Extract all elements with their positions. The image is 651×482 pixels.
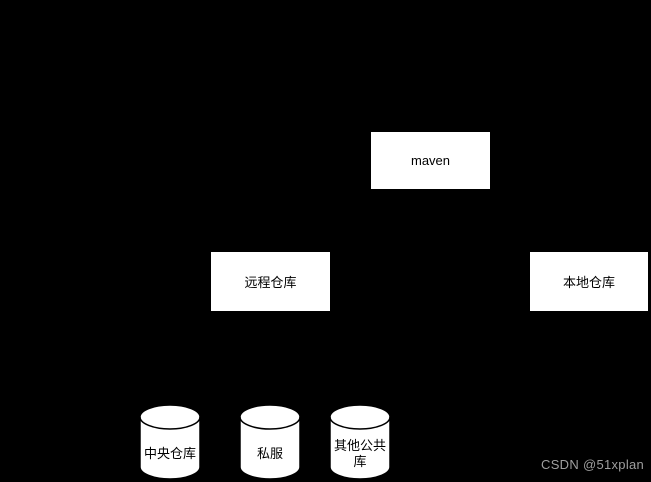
- cylinder-central-repository: 中央仓库: [139, 404, 201, 480]
- node-maven-label: maven: [410, 153, 451, 168]
- cylinder-other-public-repository-label: 其他公共库: [333, 438, 386, 469]
- cylinder-other-public-repository: 其他公共库: [329, 404, 391, 480]
- database-cylinder-icon: [239, 404, 301, 480]
- cylinder-central-repository-label: 中央仓库: [143, 446, 196, 461]
- database-cylinder-icon: [139, 404, 201, 480]
- node-remote-repository-label: 远程仓库: [244, 275, 297, 290]
- database-cylinder-icon: [329, 404, 391, 480]
- cylinder-private-server-label: 私服: [256, 446, 283, 461]
- node-local-repository: 本地仓库: [530, 252, 648, 311]
- node-maven: maven: [371, 132, 490, 189]
- cylinder-private-server: 私服: [239, 404, 301, 480]
- node-remote-repository: 远程仓库: [211, 252, 330, 311]
- csdn-watermark: CSDN @51xplan: [541, 457, 645, 472]
- node-local-repository-label: 本地仓库: [562, 275, 615, 290]
